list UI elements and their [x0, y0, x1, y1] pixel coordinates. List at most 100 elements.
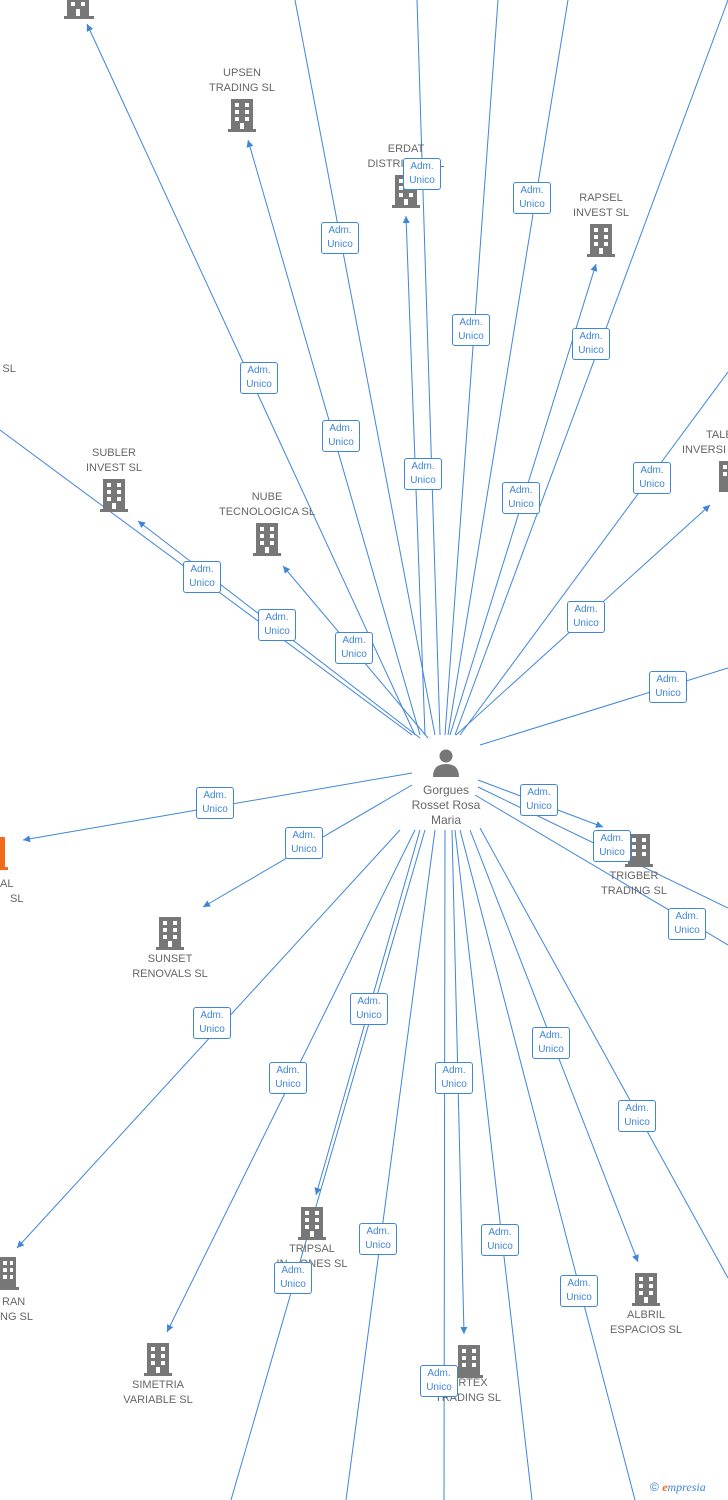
- role-badge[interactable]: Adm.Unico: [668, 908, 706, 940]
- role-badge-text: Unico: [655, 688, 681, 699]
- role-badge-text: Adm.: [410, 161, 434, 172]
- role-badge-text: Adm.: [567, 1278, 591, 1289]
- role-badge-text: Unico: [458, 331, 484, 342]
- role-badge[interactable]: Adm. Unico: [404, 458, 442, 490]
- role-badge-text: Adm.: [265, 612, 289, 623]
- role-badge[interactable]: Adm.Unico: [193, 1007, 231, 1039]
- role-badge[interactable]: Adm.Unico: [196, 787, 234, 819]
- role-badge[interactable]: Adm.Unico: [452, 314, 490, 346]
- company-node-tripsal[interactable]: TRIPSALIN ONES SL: [247, 1204, 377, 1272]
- role-badge-text: Adm.: [600, 833, 624, 844]
- role-badge-text: Unico: [328, 437, 354, 448]
- role-badge-text: Unico: [365, 1240, 391, 1251]
- role-badge[interactable]: Adm.Unico: [572, 328, 610, 360]
- arrowhead: [17, 1240, 25, 1248]
- role-badge-text: Unico: [639, 479, 665, 490]
- role-badge-text: Unico: [566, 1292, 592, 1303]
- role-badge-text: Unico: [409, 175, 435, 186]
- role-badge-text: Adm.: [366, 1226, 390, 1237]
- role-badge-text: Adm.: [292, 830, 316, 841]
- relationship-edge: [345, 829, 436, 1500]
- building-icon: [298, 1207, 326, 1240]
- role-badge[interactable]: Adm. Unico: [560, 1275, 598, 1307]
- role-badge[interactable]: Adm.Unico: [618, 1100, 656, 1132]
- role-badge[interactable]: Adm.Unico: [593, 830, 631, 862]
- role-badge-text: Unico: [291, 844, 317, 855]
- role-badge[interactable]: Adm.Unico: [322, 420, 360, 452]
- role-badge-text: Adm.: [488, 1227, 512, 1238]
- building-icon: [100, 479, 128, 512]
- arrowhead: [632, 1254, 639, 1262]
- role-badge-text: Adm.: [625, 1103, 649, 1114]
- role-badge-text: Adm.: [520, 185, 544, 196]
- role-badge[interactable]: Adm.Unico: [481, 1224, 519, 1256]
- empresia-logo: empresia: [662, 1480, 706, 1494]
- role-badge-text: Adm.: [442, 1065, 466, 1076]
- role-badge-text: Unico: [327, 239, 353, 250]
- building-icon: [0, 1257, 19, 1290]
- role-badge[interactable]: Adm.Unico: [350, 993, 388, 1025]
- role-badge-text: Unico: [426, 1382, 452, 1393]
- role-badge[interactable]: Adm.Unico: [532, 1027, 570, 1059]
- role-badge-text: Adm.: [527, 787, 551, 798]
- company-node-left-s[interactable]: S SL: [0, 362, 30, 377]
- relationship-edge: [459, 829, 636, 1500]
- role-badge-text: Adm.: [656, 674, 680, 685]
- relationship-edge: [16, 829, 401, 1249]
- role-badge-text: Unico: [526, 801, 552, 812]
- role-badge-text: Adm.: [574, 604, 598, 615]
- role-badge-text: Adm.: [675, 911, 699, 922]
- role-badge[interactable]: Adm.Unico: [633, 462, 671, 494]
- role-badge-text: Unico: [199, 1024, 225, 1035]
- role-badge[interactable]: Adm.Unico: [513, 182, 551, 214]
- person-node[interactable]: Gorgues Rosset Rosa Maria: [396, 748, 496, 828]
- company-node-top-partial[interactable]: [64, 0, 94, 25]
- role-badge-text: Adm.: [203, 790, 227, 801]
- role-badge[interactable]: Adm. Unico: [649, 671, 687, 703]
- role-badge[interactable]: Adm. Unico: [520, 784, 558, 816]
- role-badge-text: Unico: [410, 475, 436, 486]
- role-badge[interactable]: Adm.Unico: [274, 1262, 312, 1294]
- role-badge[interactable]: Adm.Unico: [321, 222, 359, 254]
- building-icon: [587, 224, 615, 257]
- role-badge-text: Adm.: [247, 365, 271, 376]
- role-badge-text: Adm.: [427, 1368, 451, 1379]
- role-badge[interactable]: Adm.Unico: [258, 609, 296, 641]
- building-icon: [144, 1343, 172, 1376]
- arrowhead: [595, 821, 603, 828]
- role-badge-text: Adm.: [411, 461, 435, 472]
- arrowhead: [166, 1324, 174, 1332]
- role-badge[interactable]: Adm.Unico: [183, 561, 221, 593]
- building-icon: [719, 461, 728, 492]
- role-badge[interactable]: Adm. Unico: [420, 1365, 458, 1397]
- role-badge-text: Adm.: [342, 635, 366, 646]
- role-badge[interactable]: Adm. Unico: [359, 1223, 397, 1255]
- role-badge[interactable]: Adm.Unico: [240, 362, 278, 394]
- role-badge[interactable]: Adm.Unico: [502, 482, 540, 514]
- company-node-tale[interactable]: TALEINVERSI: [662, 428, 728, 494]
- role-badge[interactable]: Adm. Unico: [403, 158, 441, 190]
- role-badge[interactable]: Adm.Unico: [269, 1062, 307, 1094]
- footer-brand: © empresia: [650, 1480, 706, 1495]
- arrowhead: [314, 1187, 322, 1195]
- role-badge-text: Adm.: [357, 996, 381, 1007]
- role-badge-text: Unico: [275, 1079, 301, 1090]
- relationship-edge: [294, 0, 436, 736]
- role-badge[interactable]: Adm.Unico: [435, 1062, 473, 1094]
- role-badge-text: Unico: [341, 649, 367, 660]
- role-badge[interactable]: Adm. Unico: [335, 632, 373, 664]
- role-badge[interactable]: Adm.Unico: [567, 601, 605, 633]
- arrowhead: [23, 835, 31, 843]
- role-badge[interactable]: Adm. Unico: [285, 827, 323, 859]
